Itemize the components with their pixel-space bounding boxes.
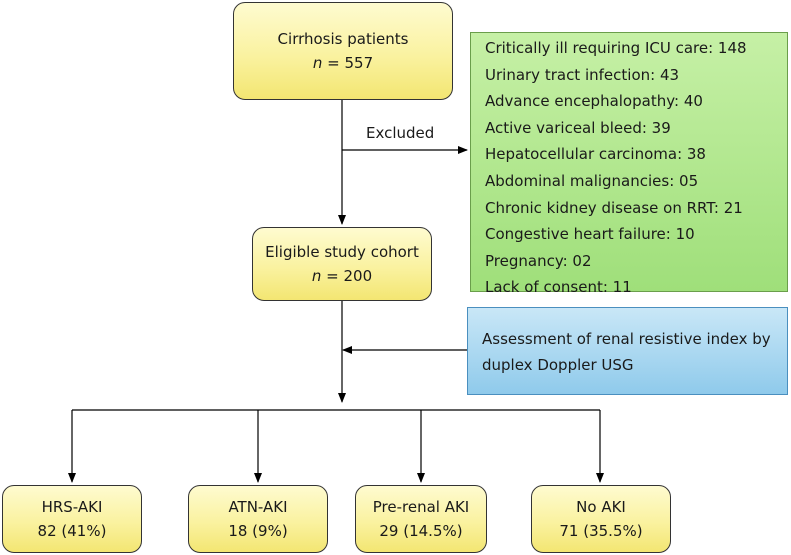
- excluded-label: Excluded: [366, 124, 435, 142]
- outcome-label: HRS-AKI: [41, 498, 103, 516]
- exclusion-item: Lack of consent: 11: [485, 278, 632, 297]
- assessment-text: Assessment of renal resistive index by d…: [482, 330, 771, 374]
- exclusion-item: Urinary tract infection: 43: [485, 65, 680, 84]
- exclusion-criteria-box: Critically ill requiring ICU care: 148 U…: [470, 32, 788, 296]
- exclusion-item: Pregnancy: 02: [485, 251, 592, 270]
- exclusion-item: Chronic kidney disease on RRT: 21: [485, 198, 743, 217]
- exclusion-item: Abdominal malignancies: 05: [485, 171, 699, 190]
- outcome-box-hrs-aki: HRS-AKI 82 (41%): [2, 485, 142, 553]
- outcome-label: Pre-renal AKI: [372, 498, 470, 516]
- exclusion-item: Critically ill requiring ICU care: 148: [485, 39, 747, 57]
- assessment-box: Assessment of renal resistive index by d…: [467, 307, 788, 395]
- exclusion-item: Congestive heart failure: 10: [485, 225, 695, 244]
- outcome-label: No AKI: [576, 498, 626, 516]
- cirrhosis-patients-box: Cirrhosis patients n = 557: [233, 2, 453, 100]
- outcome-value: 29 (14.5%): [379, 522, 463, 540]
- eligible-cohort-box: Eligible study cohort n = 200: [252, 227, 432, 301]
- outcome-box-atn-aki: ATN-AKI 18 (9%): [188, 485, 328, 553]
- cirrhosis-patients-count: n = 557: [312, 54, 374, 72]
- cirrhosis-patients-label: Cirrhosis patients: [277, 30, 409, 48]
- outcome-label: ATN-AKI: [228, 498, 288, 516]
- outcome-box-pre-renal-aki: Pre-renal AKI 29 (14.5%): [355, 485, 487, 553]
- exclusion-item: Active variceal bleed: 39: [485, 118, 671, 137]
- eligible-cohort-label: Eligible study cohort: [265, 243, 419, 261]
- eligible-cohort-count: n = 200: [311, 267, 373, 285]
- outcome-value: 71 (35.5%): [559, 522, 643, 540]
- outcome-value: 18 (9%): [228, 522, 288, 540]
- exclusion-item: Advance encephalopathy: 40: [485, 92, 703, 111]
- outcome-value: 82 (41%): [37, 522, 107, 540]
- exclusion-item: Hepatocellular carcinoma: 38: [485, 145, 706, 164]
- outcome-box-no-aki: No AKI 71 (35.5%): [531, 485, 671, 553]
